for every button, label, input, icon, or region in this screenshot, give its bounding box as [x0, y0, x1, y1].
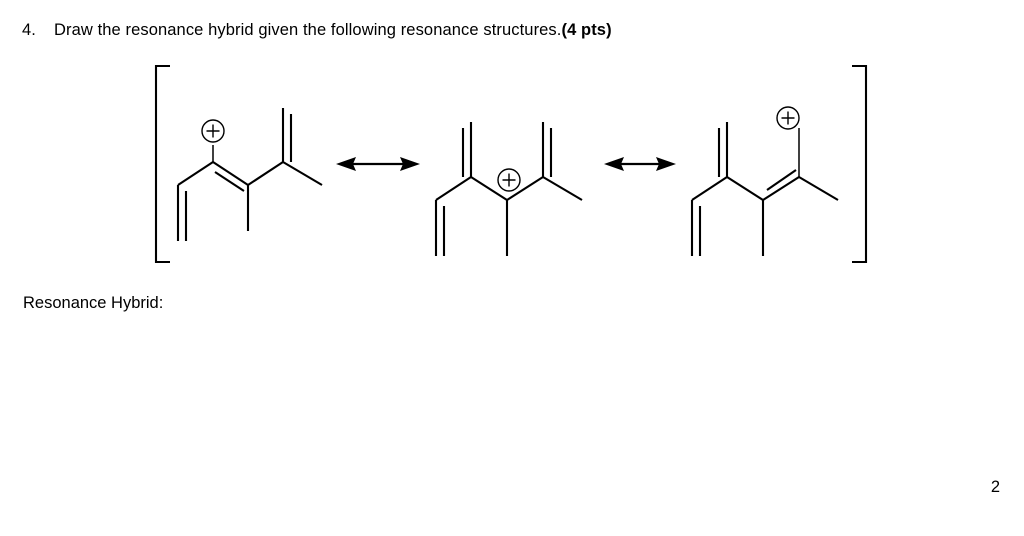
- resonance-structures-row: [0, 56, 1024, 271]
- resonance-arrow-1-heads: [336, 157, 420, 171]
- question-number: 4.: [22, 21, 36, 39]
- answer-drawing-area[interactable]: [23, 322, 983, 462]
- positive-charge-icon: [201, 119, 225, 143]
- resonance-arrow-2-heads: [604, 157, 676, 171]
- question-points: (4 pts): [561, 21, 612, 39]
- page-number: 2: [990, 478, 1000, 496]
- resonance-structure-1: [176, 108, 323, 241]
- positive-charge-icon: [497, 168, 521, 192]
- bracket-left-icon: [154, 64, 170, 264]
- bracket-right-icon: [852, 64, 868, 264]
- positive-charge-icon: [776, 106, 800, 130]
- resonance-structures-drawing: [154, 64, 868, 264]
- resonance-hybrid-label: Resonance Hybrid:: [23, 294, 164, 312]
- resonance-structure-3: [690, 122, 839, 256]
- resonance-structure-2: [434, 122, 583, 256]
- question-line: 4. Draw the resonance hybrid given the fo…: [22, 19, 612, 41]
- question-text: Draw the resonance hybrid given the foll…: [54, 21, 562, 39]
